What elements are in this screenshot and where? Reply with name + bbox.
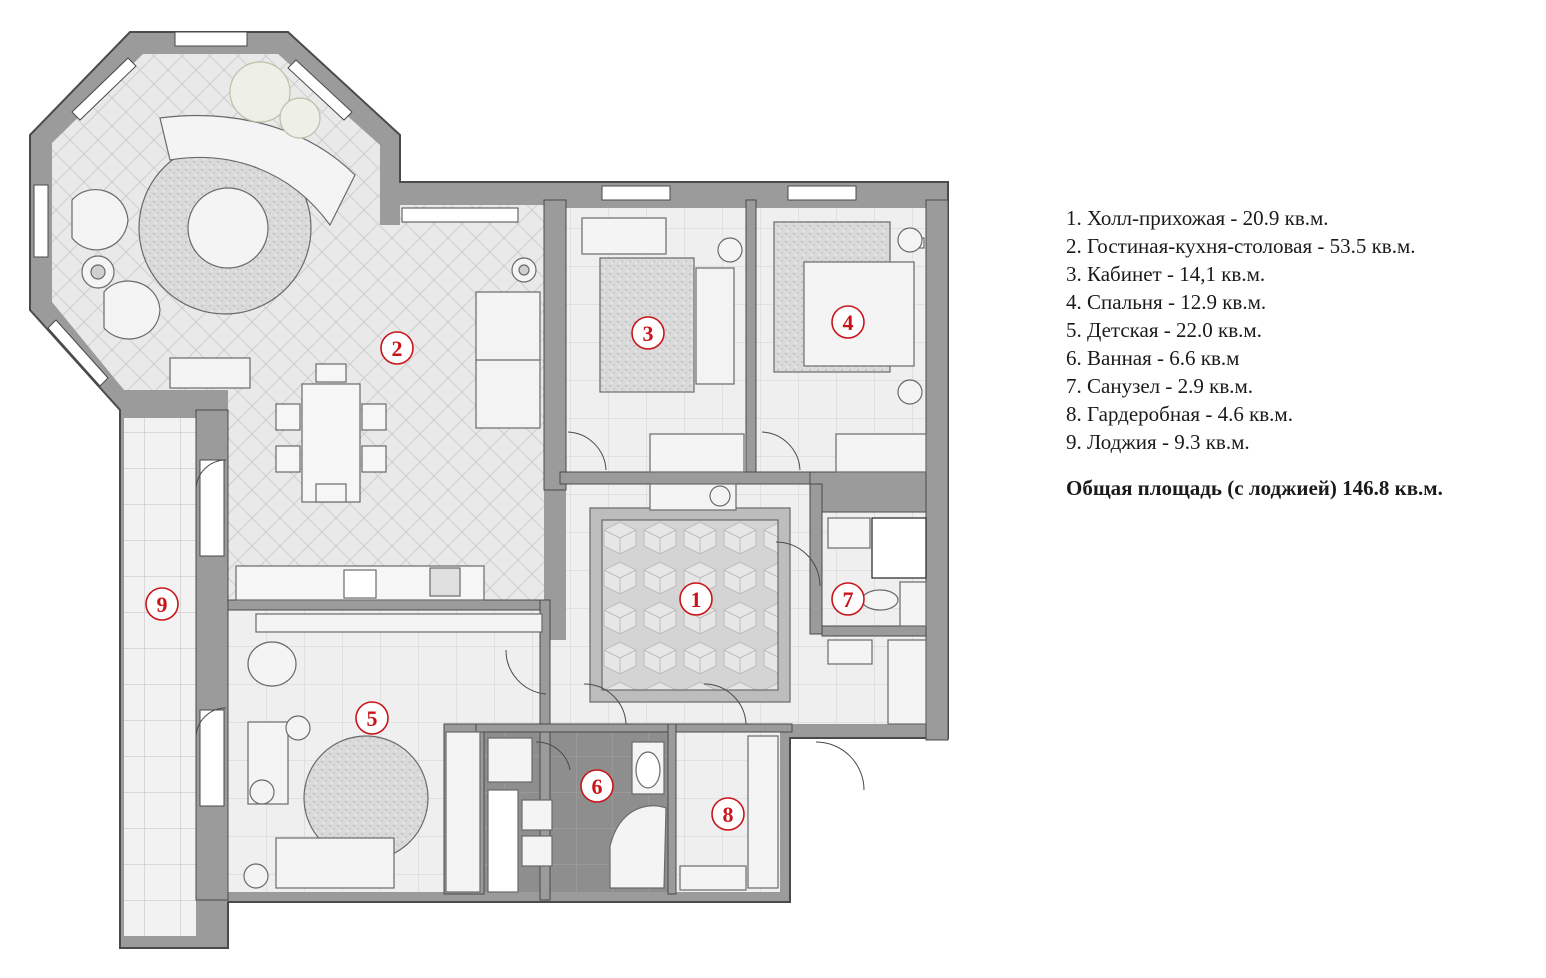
legend-item: 2. Гостиная-кухня-столовая - 53.5 кв.м. [1066, 234, 1416, 258]
room-marker-2[interactable]: 2 [380, 331, 414, 365]
room-marker-6[interactable]: 6 [580, 769, 614, 803]
svg-text:7: 7 [843, 587, 854, 612]
room-marker-5[interactable]: 5 [355, 701, 389, 735]
svg-text:2: 2 [392, 336, 403, 361]
room-marker-9[interactable]: 9 [145, 587, 179, 621]
room-marker-7[interactable]: 7 [831, 582, 865, 616]
total-area: Общая площадь (с лоджией) 146.8 кв.м. [1066, 476, 1443, 500]
room-legend: 1. Холл-прихожая - 20.9 кв.м. 2. Гостина… [1066, 204, 1536, 501]
svg-text:1: 1 [691, 587, 702, 612]
room-marker-1[interactable]: 1 [679, 582, 713, 616]
room-marker-3[interactable]: 3 [631, 316, 665, 350]
svg-text:4: 4 [843, 310, 854, 335]
hall-link-floor [548, 640, 568, 724]
svg-text:8: 8 [723, 802, 734, 827]
svg-text:5: 5 [367, 706, 378, 731]
windows [33, 31, 857, 807]
legend-item: 3. Кабинет - 14,1 кв.м. [1066, 262, 1266, 286]
legend-item: 7. Санузел - 2.9 кв.м. [1066, 374, 1254, 398]
svg-text:9: 9 [157, 592, 168, 617]
doors [195, 431, 865, 791]
room-9-floor [124, 418, 196, 936]
legend-item: 5. Детская - 22.0 кв.м. [1066, 318, 1262, 342]
floor-plan: 1 2 3 4 5 6 7 8 [29, 31, 949, 949]
furniture [71, 61, 927, 893]
svg-text:3: 3 [643, 321, 654, 346]
room-markers: 1 2 3 4 5 6 7 8 [145, 305, 865, 831]
legend-item: 4. Спальня - 12.9 кв.м. [1066, 290, 1267, 314]
svg-text:6: 6 [592, 774, 603, 799]
legend-item: 9. Лоджия - 9.3 кв.м. [1066, 430, 1250, 454]
room-marker-8[interactable]: 8 [711, 797, 745, 831]
legend-item: 8. Гардеробная - 4.6 кв.м. [1066, 402, 1293, 426]
room-marker-4[interactable]: 4 [831, 305, 865, 339]
legend-item: 6. Ванная - 6.6 кв.м [1066, 346, 1240, 370]
legend-item: 1. Холл-прихожая - 20.9 кв.м. [1066, 206, 1329, 230]
